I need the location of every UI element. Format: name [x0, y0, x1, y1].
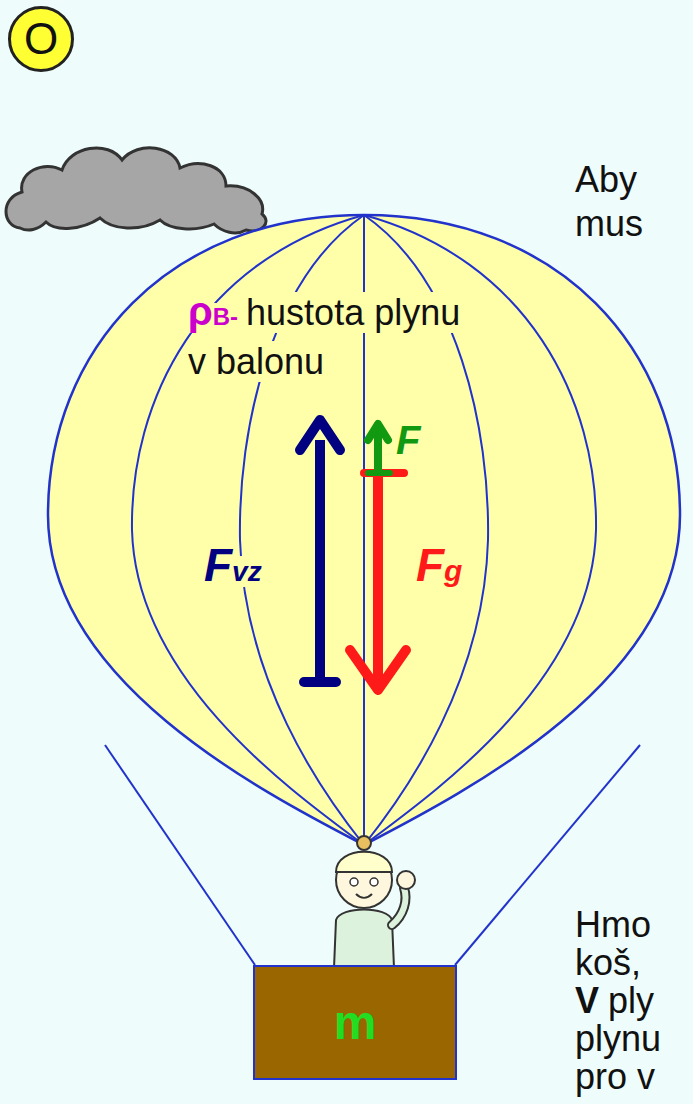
boy-figure	[334, 836, 415, 968]
density-symbol: ρ	[188, 289, 213, 333]
gravity-force-arrow	[350, 473, 406, 690]
text-fragment: Aby	[575, 159, 637, 200]
text-fragment: pro v	[575, 1056, 655, 1097]
text-fragment: plynu	[575, 1018, 661, 1059]
label-group: ρB-hustota plynu v balonu	[188, 290, 473, 390]
label-group: Fg	[416, 540, 462, 601]
label-group: Aby	[575, 158, 637, 209]
label-group: mus	[575, 202, 643, 253]
text-fragment: Hmo	[575, 904, 651, 945]
force-subscript: vz	[232, 556, 262, 587]
cloud	[6, 148, 266, 233]
text-fragment: mus	[575, 203, 643, 244]
force-symbol: F	[204, 539, 232, 591]
lift-force-arrow	[300, 420, 340, 682]
text-fragment: V	[575, 980, 599, 1021]
label-group: F	[396, 418, 420, 471]
force-subscript: g	[444, 554, 462, 587]
label-group: pro v	[575, 1058, 655, 1103]
force-symbol: F	[416, 539, 444, 591]
mass-symbol: m	[334, 995, 377, 1050]
text-fragment: ply	[608, 980, 654, 1021]
sun-circle: O	[8, 6, 74, 72]
sun-letter: O	[24, 14, 58, 64]
balloon-envelope	[48, 215, 680, 845]
balloon-gores	[132, 215, 596, 845]
label-group: Fvz	[204, 540, 262, 601]
text-fragment: koš,	[575, 942, 641, 983]
density-subscript: B-	[213, 303, 238, 330]
rope	[105, 745, 255, 965]
basket-box: m	[253, 965, 457, 1080]
force-symbol: F	[396, 418, 420, 462]
